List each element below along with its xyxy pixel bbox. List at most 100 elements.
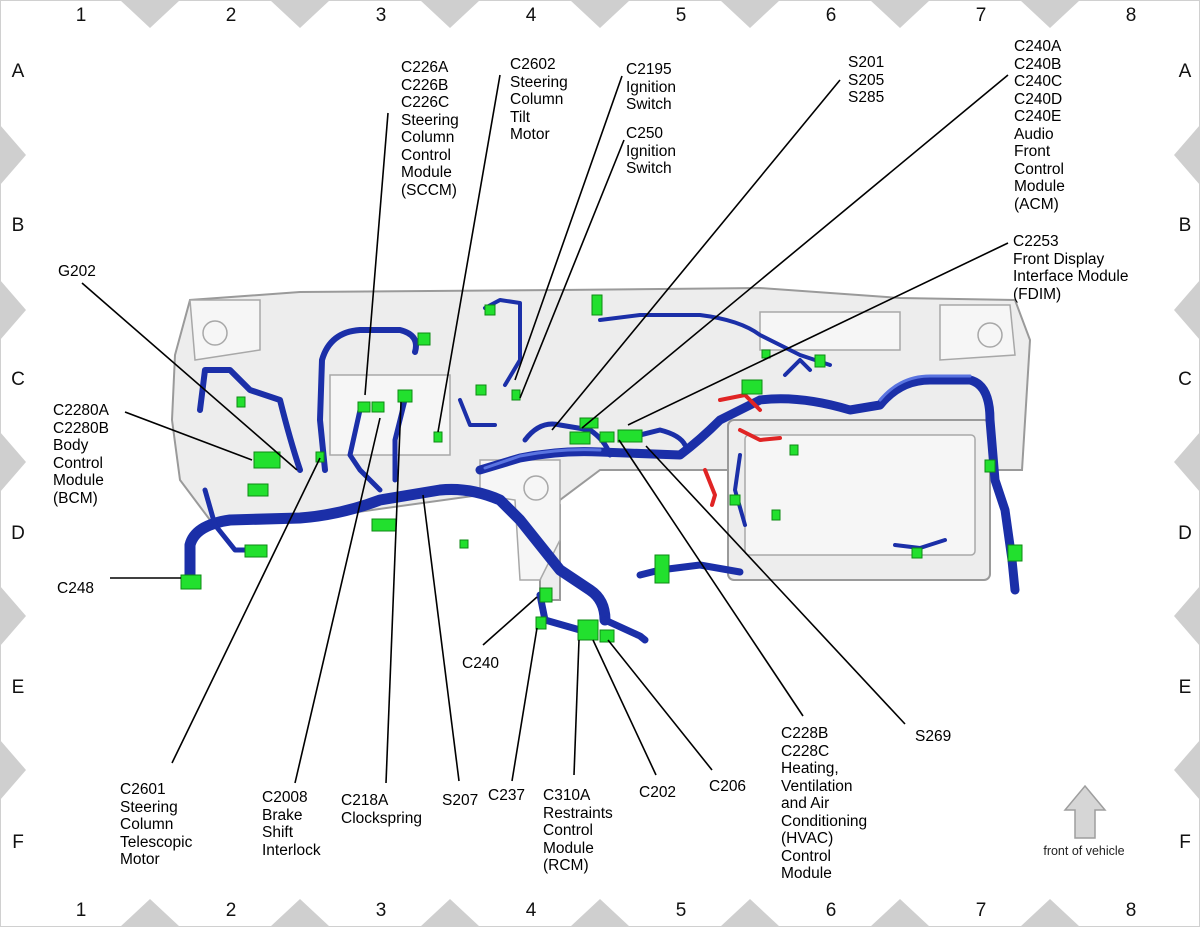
- callout-line: G202: [58, 263, 96, 280]
- callout-line: C226C: [401, 94, 449, 111]
- connectors: [180, 294, 1023, 643]
- col-label-bottom: 6: [826, 900, 837, 921]
- connector: [761, 349, 771, 359]
- connector-c310a: [577, 619, 599, 641]
- callout-line: S201: [848, 54, 884, 71]
- connector: [984, 459, 996, 473]
- callout-c240: C240: [462, 655, 499, 672]
- callout-c240acm: C240A C240B C240C C240D C240E Audio Fron…: [1014, 38, 1065, 213]
- row-label-left: A: [12, 61, 25, 82]
- callout-line: Ventilation: [781, 778, 853, 795]
- connector: [433, 431, 443, 443]
- callout-line: C202: [639, 784, 676, 801]
- callout-line: C226A: [401, 59, 449, 76]
- callout-line: (FDIM): [1013, 286, 1061, 303]
- callout-line: Clockspring: [341, 810, 422, 827]
- callout-c228: C228B C228C Heating, Ventilation and Air…: [781, 725, 867, 882]
- callout-line: Telescopic: [120, 834, 193, 851]
- callout-line: Control: [53, 455, 103, 472]
- connector: [1007, 544, 1023, 562]
- callout-line: Motor: [120, 851, 160, 868]
- row-label-left: E: [12, 677, 25, 698]
- callout-c248: C248: [57, 580, 94, 597]
- callout-line: Shift: [262, 824, 294, 841]
- callout-line: C240: [462, 655, 499, 672]
- callout-s207: S207: [442, 792, 478, 809]
- callout-line: Conditioning: [781, 813, 867, 830]
- col-label-top: 1: [76, 5, 87, 26]
- callout-line: (BCM): [53, 490, 98, 507]
- connector-c237: [535, 616, 547, 630]
- callout-line: C240A: [1014, 38, 1062, 55]
- callout-line: Control: [781, 848, 831, 865]
- callout-line: S207: [442, 792, 478, 809]
- callout-line: Control: [1014, 161, 1064, 178]
- col-label-bottom: 5: [676, 900, 687, 921]
- callout-line: C240B: [1014, 56, 1061, 73]
- callout-line: Module: [53, 472, 104, 489]
- connector: [789, 444, 799, 456]
- callout-line: C2280A: [53, 402, 110, 419]
- callout-line: Steering: [510, 74, 568, 91]
- callout-line: C2253: [1013, 233, 1059, 250]
- connector: [397, 389, 413, 403]
- connector: [741, 379, 763, 395]
- callout-line: Front: [1014, 143, 1051, 160]
- callout-line: (SCCM): [401, 182, 457, 199]
- col-label-bottom: 3: [376, 900, 387, 921]
- callout-c2601: C2601 Steering Column Telescopic Motor: [120, 781, 193, 868]
- callout-c310a: C310A Restraints Control Module (RCM): [543, 787, 613, 874]
- connector-c226: [357, 401, 371, 413]
- connector: [911, 547, 923, 559]
- callout-line: S285: [848, 89, 884, 106]
- callout-c250: C250 Ignition Switch: [626, 125, 676, 177]
- col-label-bottom: 2: [226, 900, 237, 921]
- col-label-top: 5: [676, 5, 687, 26]
- row-label-right: F: [1179, 832, 1191, 853]
- callout-line: C2280B: [53, 420, 109, 437]
- connector-c226: [371, 401, 385, 413]
- callout-line: Column: [120, 816, 173, 833]
- callout-c237: C237: [488, 787, 525, 804]
- callout-line: (HVAC): [781, 830, 833, 847]
- callout-line: Column: [401, 129, 454, 146]
- col-label-top: 2: [226, 5, 237, 26]
- callout-line: (RCM): [543, 857, 589, 874]
- callout-line: Switch: [626, 96, 672, 113]
- callout-line: Module: [401, 164, 452, 181]
- col-label-bottom: 7: [976, 900, 987, 921]
- row-label-right: D: [1178, 523, 1192, 544]
- connector-c228: [599, 431, 615, 443]
- connector: [654, 554, 670, 584]
- callout-line: C218A: [341, 792, 389, 809]
- callout-line: C206: [709, 778, 746, 795]
- col-label-top: 7: [976, 5, 987, 26]
- callout-line: C2195: [626, 61, 672, 78]
- callout-line: Motor: [510, 126, 550, 143]
- callout-line: Tilt: [510, 109, 531, 126]
- callout-line: C237: [488, 787, 525, 804]
- callout-line: C2008: [262, 789, 308, 806]
- callout-c2008: C2008 Brake Shift Interlock: [262, 789, 321, 859]
- connector-c250: [511, 389, 521, 401]
- callout-line: C228C: [781, 743, 829, 760]
- row-label-left: B: [12, 215, 25, 236]
- callout-line: (ACM): [1014, 196, 1059, 213]
- connector: [814, 354, 826, 368]
- callout-line: C240C: [1014, 73, 1062, 90]
- col-label-bottom: 8: [1126, 900, 1137, 921]
- callout-line: Brake: [262, 807, 303, 824]
- callout-line: C2601: [120, 781, 166, 798]
- callout-c2280: C2280A C2280B Body Control Module (BCM): [53, 402, 110, 507]
- callout-line: C240E: [1014, 108, 1061, 125]
- leader-lines: [81, 74, 1009, 784]
- callout-line: Module: [543, 840, 594, 857]
- connector: [236, 396, 246, 408]
- row-label-right: B: [1179, 215, 1192, 236]
- callout-c2253: C2253 Front Display Interface Module (FD…: [1013, 233, 1128, 303]
- callout-line: S269: [915, 728, 951, 745]
- callout-line: C248: [57, 580, 94, 597]
- callout-line: C2602: [510, 56, 556, 73]
- callout-line: Control: [401, 147, 451, 164]
- col-label-top: 4: [526, 5, 537, 26]
